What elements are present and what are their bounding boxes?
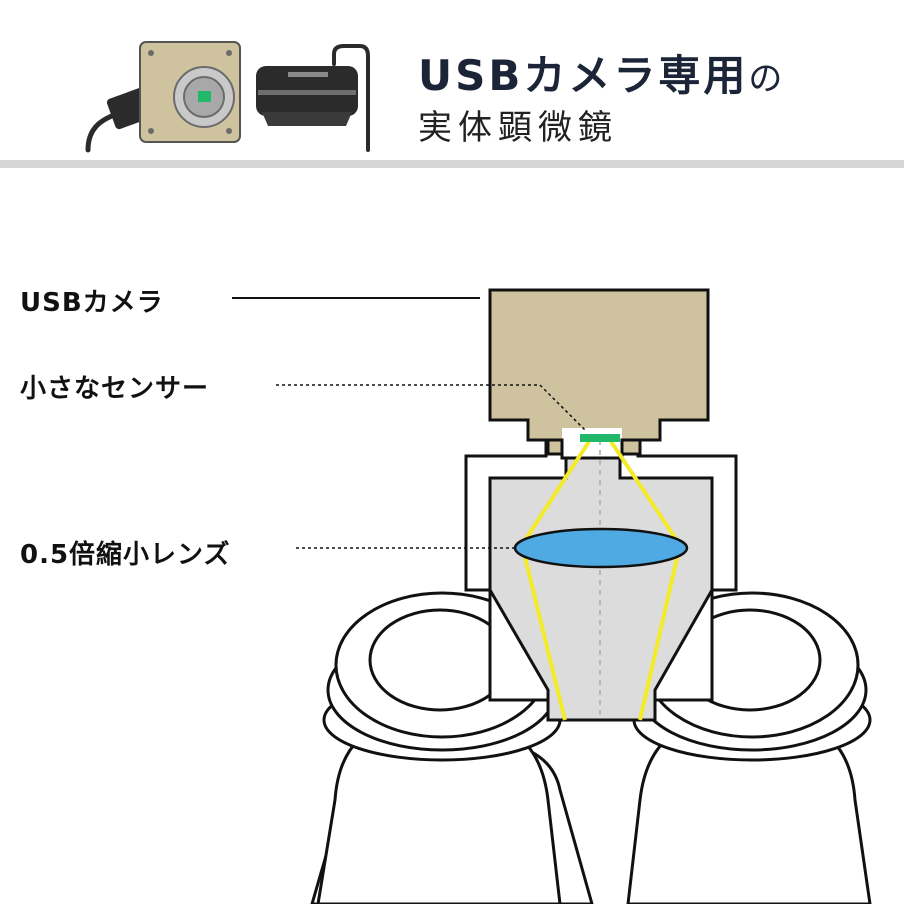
page-title: USBカメラ専用の xyxy=(418,42,782,103)
camera-adapter-icon xyxy=(256,44,370,152)
page-title-text: USBカメラ専用 xyxy=(418,51,749,100)
page-title-particle: の xyxy=(748,59,783,99)
usb-camera-icon xyxy=(139,41,241,143)
label-sensor: 小さなセンサー xyxy=(20,374,210,404)
label-reduction-lens: 0.5倍縮小レンズ xyxy=(20,540,231,570)
header-divider xyxy=(0,160,904,168)
camera-body xyxy=(488,288,710,456)
page-subtitle: 実体顕微鏡 xyxy=(418,108,618,148)
image-sensor xyxy=(580,434,620,442)
reduction-lens xyxy=(513,527,689,569)
leader-line-sensor xyxy=(276,384,586,431)
label-usb-camera: USBカメラ xyxy=(20,288,164,318)
